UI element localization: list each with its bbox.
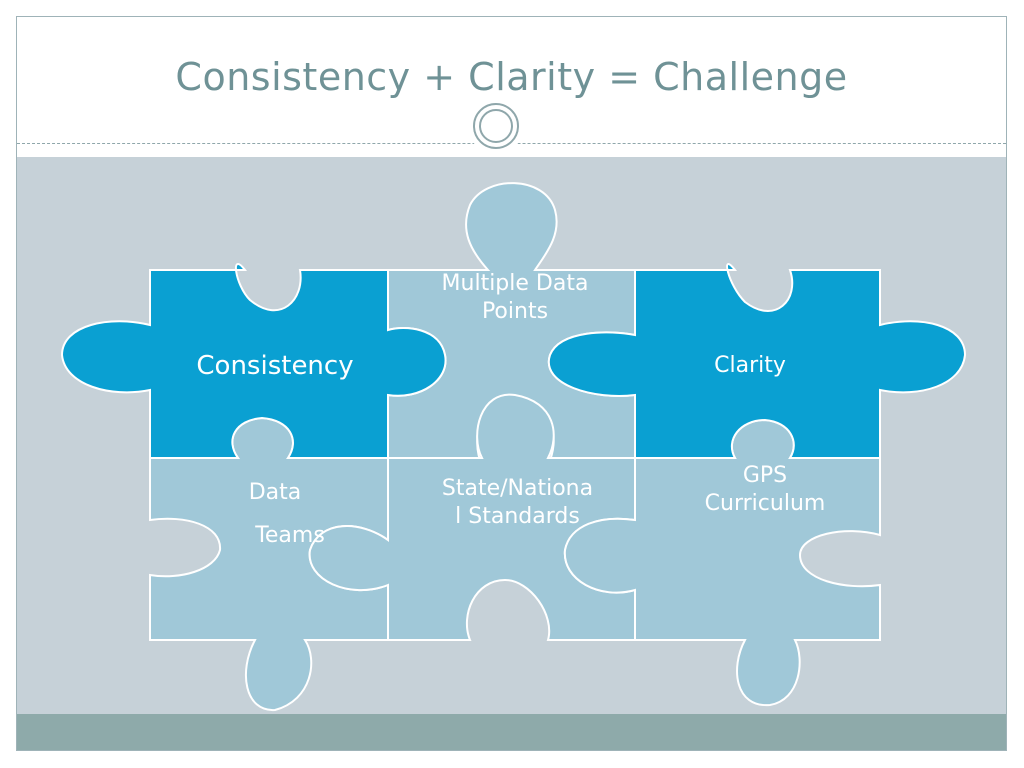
data-teams-label: Data Teams: [200, 472, 350, 558]
multiple-data-points-line1: Multiple Data: [441, 271, 589, 296]
consistency-label: Consistency: [170, 350, 380, 383]
clarity-label: Clarity: [680, 352, 820, 380]
multiple-data-points-label: Multiple Data Points: [405, 270, 625, 325]
gps-curriculum-label: GPS Curriculum: [675, 462, 855, 517]
multiple-data-points-line2: Points: [481, 298, 549, 324]
puzzle-piece-consistency: [60, 263, 447, 459]
slide-title: Consistency + Clarity = Challenge: [175, 55, 848, 99]
footer-band: [17, 714, 1006, 750]
circle-ornament-icon: [468, 98, 524, 154]
gps-line1: GPS: [742, 463, 788, 488]
data-teams-line2: Teams: [255, 522, 325, 548]
puzzle-piece-clarity: [547, 263, 967, 459]
clarity-text: Clarity: [714, 353, 786, 378]
gps-line2: Curriculum: [704, 490, 826, 516]
state-standards-label: State/Nationa l Standards: [405, 475, 630, 530]
state-standards-line2: l Standards: [455, 503, 580, 529]
state-standards-line1: State/Nationa: [441, 476, 594, 501]
data-teams-line1: Data: [248, 480, 302, 505]
consistency-text: Consistency: [196, 351, 354, 381]
